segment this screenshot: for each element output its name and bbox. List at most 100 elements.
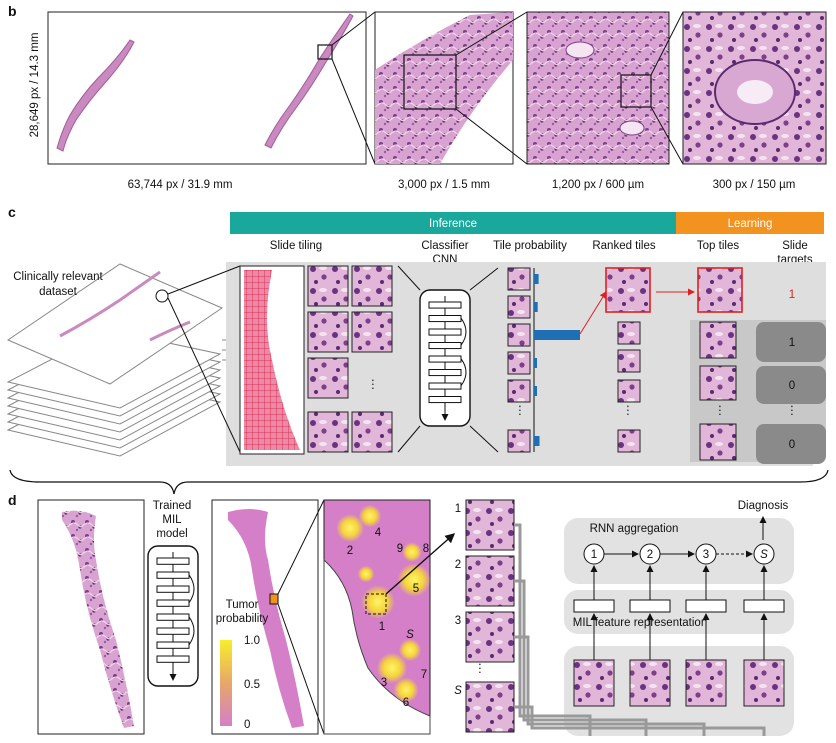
top-tiles: [697, 267, 743, 461]
prob-tile-3: [507, 323, 531, 347]
col-top: Top tiles: [697, 240, 739, 252]
bottom-tile-4: [743, 659, 785, 707]
dataset-label-2: dataset: [39, 286, 78, 298]
colorbar-tick-0: 0: [244, 719, 250, 731]
blob-6: [357, 565, 375, 583]
tile-grid: [307, 265, 393, 453]
prob-tile-6: [507, 429, 531, 453]
prob-tile-5: [507, 379, 531, 403]
panel-b-label: b: [8, 3, 17, 19]
d-tile-4: [465, 681, 515, 733]
ranked-tile-3: [617, 349, 641, 373]
ranked-tile-5: [617, 429, 641, 453]
tumor-prob-2: probability: [216, 613, 269, 625]
blob-1: [336, 514, 364, 542]
colorbar: [220, 640, 232, 726]
heat-label-4: 4: [375, 527, 382, 539]
col-targets-1: Slide: [782, 240, 808, 252]
top-tile-3: [699, 365, 737, 401]
ranked-tile-1: [605, 267, 651, 313]
top-ellipsis: ⋮: [714, 405, 726, 417]
colorbar-tick-1: 1.0: [244, 635, 260, 647]
d-tile-1: [465, 499, 515, 551]
rnn-node-4: [753, 543, 775, 565]
target-2: 1: [789, 337, 795, 349]
d-tile-3: [465, 611, 515, 663]
rnn-node-label-4: S: [760, 549, 768, 561]
mil-model-cnn: [147, 545, 199, 687]
tile-grid-ellipsis: ⋮: [367, 379, 379, 391]
zoom-1200: [526, 11, 670, 165]
probability-tiles: [507, 267, 531, 453]
rnn-node-label-2: 2: [647, 549, 653, 561]
heat-label-8: 8: [423, 543, 429, 555]
brace: [9, 469, 829, 495]
inference-label: Inference: [429, 218, 477, 230]
colorbar-tick-05: 0.5: [244, 679, 260, 691]
region-arrow: [385, 533, 456, 595]
rnn-box: [564, 518, 794, 584]
bottom-tile-1: [573, 659, 615, 707]
blob-8: [376, 652, 408, 684]
prob-bar-5: [534, 386, 537, 396]
inference-bar: [230, 212, 676, 234]
bottom-tile-3: [685, 659, 727, 707]
ranked-ellipsis: ⋮: [622, 405, 634, 417]
scale-label-2: 3,000 px / 1.5 mm: [398, 179, 490, 191]
top-tile-1: [697, 267, 743, 313]
feature-vector-4: [743, 599, 785, 613]
prob-ellipsis: ⋮: [514, 405, 526, 417]
top-tile-4: [699, 423, 737, 461]
target-box-3: [756, 366, 826, 404]
top-tile-2: [699, 321, 737, 359]
tiled-slide: [239, 265, 305, 455]
feature-vector-3: [685, 599, 727, 613]
ranked-tile-2: [617, 321, 641, 345]
d-tile-rank-3: 3: [455, 615, 461, 627]
col-slide-tiling: Slide tiling: [270, 240, 322, 252]
heat-label-6: 6: [403, 697, 409, 709]
prob-tile-4: [507, 351, 531, 375]
target-1: 1: [789, 289, 795, 301]
mil-label-3: model: [156, 528, 187, 540]
grid-tile-3: [307, 311, 349, 353]
height-label: 28,649 px / 14.3 mm: [29, 33, 41, 138]
grid-tile-2: [351, 265, 393, 307]
d-tile-2: [465, 555, 515, 607]
grid-tile-4: [351, 311, 393, 353]
prob-bar-6: [534, 436, 540, 446]
zoom-3000: [374, 11, 514, 165]
dataset-label-1: Clinically relevant: [13, 271, 103, 283]
feature-vector-1: [573, 599, 615, 613]
prob-bar-1: [534, 274, 539, 284]
target-4: 0: [789, 439, 795, 451]
heat-label-9: 9: [397, 543, 403, 555]
probability-bars: [534, 274, 580, 446]
scale-label-4: 300 px / 150 µm: [713, 179, 796, 191]
d-tiles-ellipsis: ⋮: [474, 663, 486, 675]
heat-label-3: 3: [381, 677, 387, 689]
col-tile-prob: Tile probability: [493, 240, 567, 252]
col-ranked: Ranked tiles: [592, 240, 656, 252]
blob-3: [402, 542, 422, 562]
feature-vector-2: [629, 599, 671, 613]
prob-tile-1: [507, 267, 531, 291]
scale-label-3: 1,200 px / 600 µm: [552, 179, 644, 191]
bottom-tile-2: [629, 659, 671, 707]
heat-label-5: 5: [413, 583, 419, 595]
rnn-label: RNN aggregation: [590, 523, 679, 535]
ranked-tiles: [605, 267, 651, 453]
col-classifier-1: Classifier: [421, 240, 468, 252]
grid-tile-1: [307, 265, 349, 307]
heat-label-2: 2: [347, 545, 353, 557]
target-box-4: [756, 424, 826, 464]
prob-bar-2: [534, 302, 538, 312]
mil-label-2: MIL: [162, 514, 182, 526]
blob-7: [398, 638, 422, 662]
tile-connectors: [514, 523, 766, 736]
classifier-cnn: [419, 289, 471, 427]
rnn-node-label-1: 1: [591, 549, 597, 561]
